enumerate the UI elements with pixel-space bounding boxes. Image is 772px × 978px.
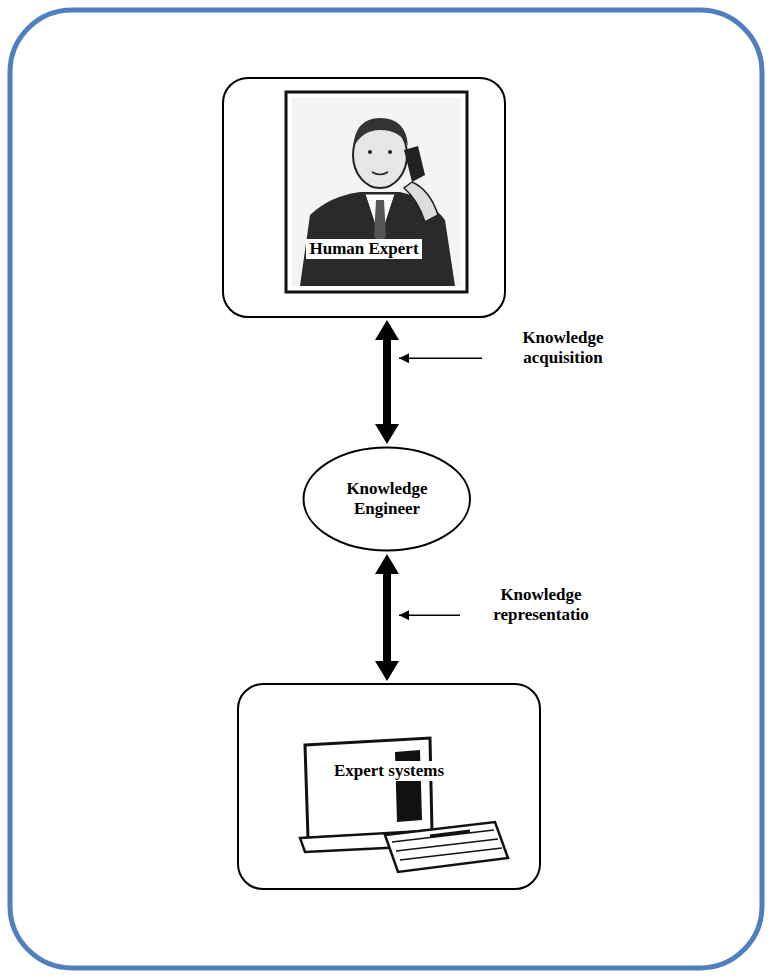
- expert-box: Human Expert: [222, 77, 506, 318]
- system-box: Expert systems: [237, 683, 541, 890]
- double-arrow: [383, 340, 391, 424]
- engineer-ellipse: Knowledge Engineer: [302, 446, 472, 552]
- edge-label: Knowledge representatio: [466, 585, 616, 626]
- node-label: Knowledge Engineer: [332, 479, 442, 520]
- node-label: Expert systems: [331, 761, 447, 781]
- node-label: Human Expert: [306, 239, 421, 259]
- ellipse-shape: [304, 448, 471, 551]
- expert-photo: [286, 92, 467, 292]
- outer-frame: [10, 10, 762, 968]
- leader-arrow: [399, 614, 460, 616]
- computer-icon: [300, 738, 508, 872]
- leader-arrow: [399, 357, 482, 359]
- double-arrow: [383, 574, 391, 661]
- edge-label: Knowledge acquisition: [488, 328, 638, 369]
